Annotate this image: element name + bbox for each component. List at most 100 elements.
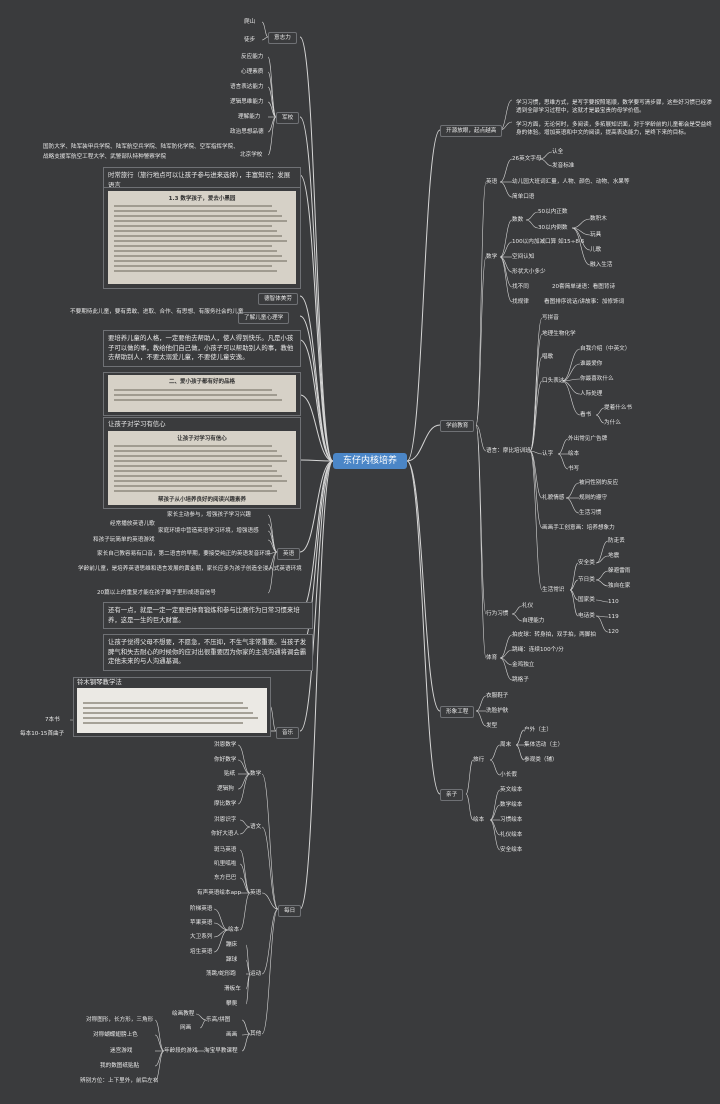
- english-item[interactable]: 幼儿园大班词汇量，人物、颜色、动物、水果等: [512, 179, 630, 185]
- age-item[interactable]: 辨别方位：上下里外，前后左右: [80, 1078, 159, 1084]
- math-sub[interactable]: 20套简单谜语：看图背诗: [552, 284, 616, 290]
- node-daily-chinese[interactable]: 语文: [250, 824, 262, 830]
- math-sub2[interactable]: 数积木: [590, 216, 607, 222]
- node-pashan[interactable]: 爬山: [244, 19, 256, 25]
- node-music[interactable]: 音乐: [276, 727, 300, 739]
- daily-english-item[interactable]: 斑马英语: [214, 847, 237, 853]
- node-language[interactable]: 语言：摩比培训班: [486, 448, 531, 454]
- other-item[interactable]: 淘宝早教课程: [204, 1048, 238, 1054]
- sport-item-r[interactable]: 跳绳：连续100个/分: [512, 647, 564, 653]
- manner-item[interactable]: 被问性别的反应: [579, 480, 619, 486]
- math-sub2[interactable]: 玩具: [590, 232, 602, 238]
- node-kaiyuan[interactable]: 开源放眼，起点越高: [440, 125, 503, 137]
- junxiao-item[interactable]: 逻辑思维能力: [230, 99, 264, 105]
- junxiao-item[interactable]: 语言表达能力: [230, 84, 264, 90]
- other-item[interactable]: 绘画教程: [172, 1011, 195, 1017]
- image-item[interactable]: 洗脸护肤: [486, 708, 509, 714]
- read-item[interactable]: 外出常见广告牌: [568, 436, 608, 442]
- life-sub[interactable]: 120: [608, 629, 619, 635]
- node-habits[interactable]: 行为习惯: [486, 611, 509, 617]
- manner-item[interactable]: 生活习惯: [579, 510, 602, 516]
- en2-item[interactable]: 经常播放英语儿歌: [110, 521, 155, 527]
- book-item[interactable]: 数学绘本: [500, 802, 523, 808]
- en2-item[interactable]: 20篇以上的重复才能在孩子脑子里形成语音信号: [97, 590, 216, 596]
- note-zhenze[interactable]: 要培养儿童的人格，一定要他去帮助人，使人得到快乐。凡是小孩子可以做的事，教给他们…: [103, 330, 301, 367]
- math-item[interactable]: 100以内加减口算 如15÷8·6: [512, 239, 585, 245]
- daily-math-item[interactable]: 摩比数学: [214, 801, 237, 807]
- junxiao-item[interactable]: 北京学校: [240, 152, 263, 158]
- note-yichang[interactable]: 还有一点，就是一定一定要把体育锻炼和参与比赛作为日常习惯来培养，这是一生的巨大财…: [103, 602, 313, 629]
- math-sub[interactable]: 看图排序说话/讲故事：加修饰词: [544, 299, 625, 305]
- en2-item[interactable]: 家长自己教容易有口音，第二语言的早期，要接受纯正的英语发音环境: [97, 551, 271, 557]
- root-node[interactable]: 东仔内核培养: [333, 453, 407, 469]
- manner-item[interactable]: 规则的遵守: [579, 495, 607, 501]
- sport-item[interactable]: 滑板车: [224, 986, 241, 992]
- life-item[interactable]: 安全类: [578, 560, 595, 566]
- junxiao-item[interactable]: 心理素质: [241, 69, 264, 75]
- speak-sub[interactable]: 为什么: [604, 420, 621, 426]
- english-sub[interactable]: 认全: [552, 149, 564, 155]
- sport-item[interactable]: 攀爬: [226, 1001, 238, 1007]
- node-image[interactable]: 形象工程: [440, 706, 475, 718]
- sport-item[interactable]: 荡跳/蛇形跑: [206, 971, 236, 977]
- sport-item-r[interactable]: 金鸡独立: [512, 662, 535, 668]
- life-item[interactable]: 节日类: [578, 577, 595, 583]
- weekend-item[interactable]: 户外（主）: [524, 727, 552, 733]
- node-tubu[interactable]: 徒步: [244, 37, 256, 43]
- math-item[interactable]: 数数: [512, 217, 524, 223]
- math-sub[interactable]: 30以内倒数: [538, 225, 568, 231]
- language-item[interactable]: 认字: [542, 451, 554, 457]
- math-sub2[interactable]: 融入生活: [590, 262, 613, 268]
- read-item[interactable]: 绘本: [568, 451, 580, 457]
- speak-sub[interactable]: 提着什么书: [604, 405, 632, 411]
- read-item[interactable]: 书写: [568, 466, 580, 472]
- daily-english-item[interactable]: 有声英语绘本app: [197, 890, 242, 896]
- music-item[interactable]: 7本书: [45, 717, 60, 723]
- life-sub[interactable]: 地震: [608, 553, 620, 559]
- junxiao-item[interactable]: 政治思想品德: [230, 129, 264, 135]
- other-item[interactable]: 网画: [180, 1025, 192, 1031]
- speak-item[interactable]: 你最喜欢什么: [580, 376, 614, 382]
- life-sub[interactable]: 119: [608, 614, 619, 620]
- english-item[interactable]: 26英文字母: [512, 156, 542, 162]
- language-item[interactable]: 画画手工创意画：培养想象力: [542, 525, 615, 531]
- age-item[interactable]: 对称图形，长方形，三角形: [86, 1017, 154, 1023]
- life-item[interactable]: 国家类: [578, 597, 595, 603]
- speak-item[interactable]: 自我介绍（中英文）: [580, 346, 631, 352]
- daily-english-item[interactable]: 叽里呱啦: [214, 861, 237, 867]
- daily-chinese-item[interactable]: 你好大语人: [211, 831, 239, 837]
- sport-item-r[interactable]: 拍皮球：转身拍，双手拍，两脚拍: [512, 632, 596, 638]
- node-ertong[interactable]: 了解儿童心理学: [238, 312, 290, 324]
- language-item[interactable]: 生活常识: [542, 587, 565, 593]
- life-sub[interactable]: 防走丢: [608, 538, 625, 544]
- node-english[interactable]: 英语: [486, 179, 498, 185]
- book-item[interactable]: 安全绘本: [500, 847, 523, 853]
- node-yishi[interactable]: 意志力: [268, 32, 297, 44]
- node-daily-english[interactable]: 英语: [250, 890, 262, 896]
- music-item[interactable]: 每本10-15首曲子: [20, 731, 65, 737]
- daily-english-item[interactable]: 阶梯英语: [190, 906, 213, 912]
- node-daily-sport[interactable]: 运动: [250, 971, 262, 977]
- math-item[interactable]: 找规律: [512, 299, 529, 305]
- math-sub[interactable]: 50以内正数: [538, 209, 568, 215]
- note-heping[interactable]: 让孩子觉得父母不想要，不愿急，不压抑，不生气非常重要。当孩子发脾气和失去耐心的时…: [103, 634, 313, 671]
- speak-item[interactable]: 看书: [580, 412, 592, 418]
- habit-item[interactable]: 礼仪: [522, 603, 534, 609]
- en2-item[interactable]: 家长主动参与，增强孩子学习兴趣: [167, 512, 251, 518]
- life-sub[interactable]: 独自在家: [608, 583, 631, 589]
- life-sub[interactable]: 躲避雷雨: [608, 568, 631, 574]
- node-daily-math[interactable]: 数学: [250, 771, 262, 777]
- other-item[interactable]: 乐高/拼图: [206, 1017, 231, 1023]
- weekend-item[interactable]: 参观类（辅）: [524, 757, 558, 763]
- language-item[interactable]: 口头表达: [542, 378, 565, 384]
- sport-item-r[interactable]: 跳格子: [512, 677, 529, 683]
- age-item[interactable]: 我的数图纸贴贴: [100, 1063, 140, 1069]
- en2-item[interactable]: 和孩子玩简单的英语游戏: [93, 537, 155, 543]
- node-travel[interactable]: 旅行: [473, 757, 485, 763]
- node-english-left[interactable]: 英语: [277, 548, 301, 560]
- life-sub[interactable]: 110: [608, 599, 619, 605]
- node-daily-other[interactable]: 其他: [250, 1031, 262, 1037]
- node-sticker[interactable]: 贴纸: [224, 771, 236, 777]
- habit-item[interactable]: 自理能力: [522, 618, 545, 624]
- node-picture-books[interactable]: 绘本: [473, 817, 485, 823]
